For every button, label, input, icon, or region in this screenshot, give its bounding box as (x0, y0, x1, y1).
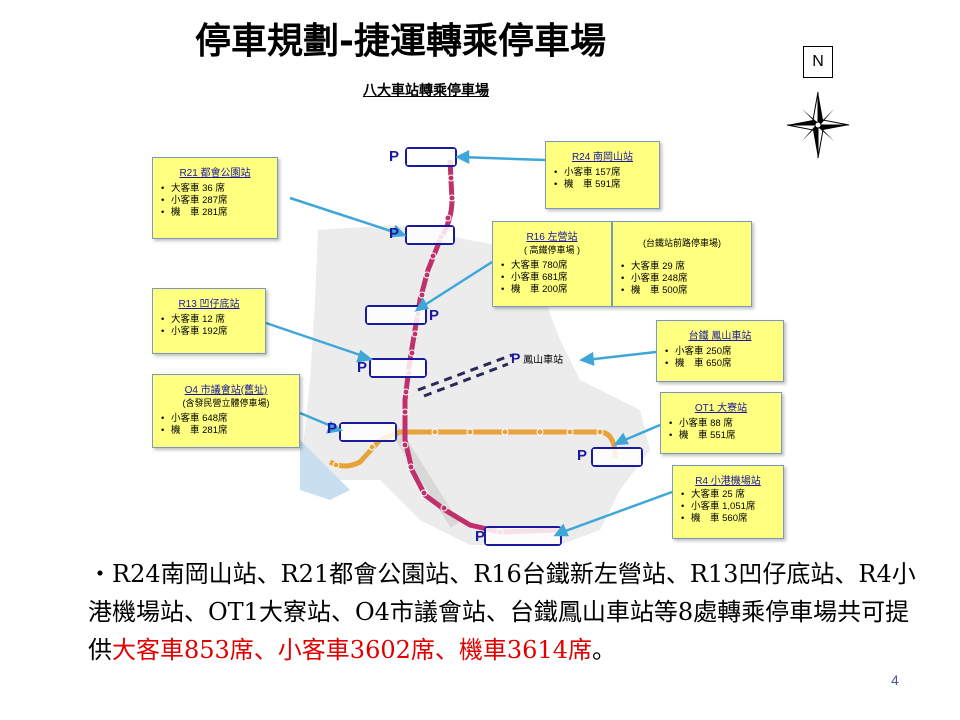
page-number: 4 (891, 672, 899, 688)
box-title: OT1 大寮站 (694, 403, 748, 414)
fengshan-station-marker: P 鳳山車站 (511, 350, 563, 366)
box-title: R21 都會公園站 (179, 168, 251, 179)
summary-part1: ・R24南岡山站、R21都會公園站、R16台鐵新左營站、R13凹仔底站、R4小港… (88, 560, 916, 664)
parking-marker-r21: P (389, 225, 400, 242)
parking-marker-r4: P (475, 528, 486, 545)
info-box-r13: R13 凹仔底站 大客車 12 席 小客車 192席 (152, 288, 266, 354)
box-item: 機 車 281席 (161, 207, 277, 219)
station-highlights (339, 147, 643, 546)
box-item: 小客車 648席 (161, 413, 299, 425)
box-item: 機 車 591席 (554, 179, 659, 191)
box-item: 小客車 250席 (665, 346, 783, 358)
box-title: R4 小港機場站 (695, 476, 761, 487)
info-box-fengshan: 台鐵 鳳山車站 小客車 250席 機 車 650席 (656, 320, 784, 382)
orange-line-stations (332, 428, 604, 469)
summary-highlight: 大客車853席、小客車3602席、機車3614席 (112, 636, 592, 664)
parking-marker-fengshan: P (511, 350, 521, 366)
box-item: 小客車 248席 (621, 273, 751, 285)
box-item: 小客車 681席 (501, 272, 611, 284)
station-highlight-fills (341, 149, 641, 544)
box-item: 機 車 560席 (681, 513, 783, 525)
parking-marker-o4: P (327, 420, 338, 437)
slide-title: 停車規劃-捷運轉乘停車場 (195, 21, 606, 62)
box-title: R13 凹仔底站 (178, 299, 240, 310)
box-item: 大客車 25 席 (681, 489, 783, 501)
compass-icon (786, 91, 850, 159)
box-subtitle: (含發民營立體停車場) (182, 398, 270, 408)
info-box-o4: O4 市議會站(舊址) (含發民營立體停車場) 小客車 648席 機 車 281… (152, 374, 300, 448)
info-box-ot1: OT1 大寮站 小客車 88 席 機 車 551席 (660, 392, 782, 454)
box-subtitle: ( 高鐵停車場 ) (524, 245, 580, 255)
info-box-r16: R16 左營站 ( 高鐵停車場 ) 大客車 780席 小客車 681席 機 車 … (492, 221, 612, 307)
parking-marker-r16: P (429, 307, 440, 324)
box-item: 大客車 12 席 (161, 314, 265, 326)
parking-marker-r13: P (357, 359, 368, 376)
north-label: N (803, 46, 833, 78)
box-item: 機 車 500席 (621, 285, 751, 297)
fengshan-station-label: 鳳山車站 (523, 355, 564, 366)
box-item: 大客車 36 席 (161, 183, 277, 195)
box-item: 小客車 88 席 (669, 418, 781, 430)
box-item: 小客車 157席 (554, 167, 659, 179)
parking-marker-ot1: P (577, 447, 588, 464)
box-item: 小客車 287席 (161, 195, 277, 207)
box-item: 大客車 29 席 (621, 261, 751, 273)
slide-subtitle: 八大車站轉乘停車場 (363, 83, 489, 99)
box-item: 機 車 281席 (161, 425, 299, 437)
box-item: 機 車 200席 (501, 284, 611, 296)
orange-line (328, 429, 618, 469)
box-item: 機 車 650席 (665, 358, 783, 370)
info-box-r21: R21 都會公園站 大客車 36 席 小客車 287席 機 車 281席 (152, 157, 278, 239)
box-title: R16 左營站 (526, 232, 578, 243)
box-item: 大客車 780席 (501, 260, 611, 272)
summary-part2: 。 (591, 636, 616, 664)
box-item: 機 車 551席 (669, 430, 781, 442)
box-title: R24 南岡山站 (571, 152, 634, 163)
box-item: 小客車 1,051席 (681, 501, 783, 513)
parking-marker-r24: P (389, 148, 400, 165)
box-title: O4 市議會站(舊址) (184, 385, 268, 396)
box-title: (台鐵站前路停車場) (643, 238, 721, 248)
info-box-r4: R4 小港機場站 大客車 25 席 小客車 1,051席 機 車 560席 (672, 465, 784, 539)
box-item: 小客車 192席 (161, 326, 265, 338)
railway-line (417, 353, 513, 392)
callout-arrows (265, 149, 673, 537)
summary-text: ・R24南岡山站、R21都會公園站、R16台鐵新左營站、R13凹仔底站、R4小港… (88, 555, 918, 669)
info-box-r16-rail: (台鐵站前路停車場) 大客車 29 席 小客車 248席 機 車 500席 (612, 221, 752, 307)
info-box-r24: R24 南岡山站 小客車 157席 機 車 591席 (545, 141, 660, 209)
box-title: 台鐵 鳳山車站 (688, 331, 752, 342)
